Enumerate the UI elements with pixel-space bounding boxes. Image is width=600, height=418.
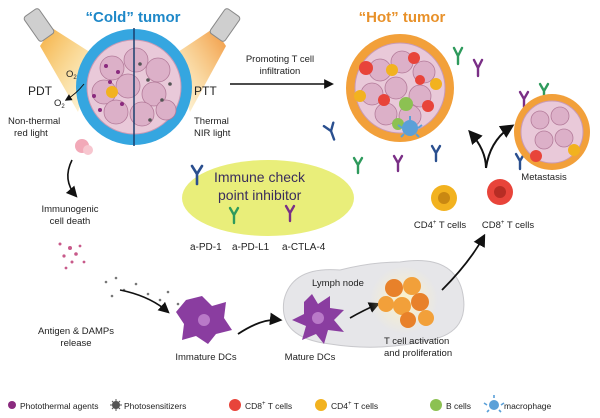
antigen-particles bbox=[104, 276, 180, 306]
arrow-to-metastasis bbox=[485, 124, 515, 169]
hot-tumor: “Hot” tumor bbox=[346, 9, 454, 142]
mature-dc-label: Mature DCs bbox=[285, 352, 336, 363]
legend-photosens-icon bbox=[110, 399, 122, 411]
icd-line2: cell death bbox=[50, 216, 91, 227]
antigen-line2: release bbox=[60, 338, 91, 349]
antigen-line1: Antigen & DAMPs bbox=[38, 326, 114, 337]
metastasis: Metastasis bbox=[514, 94, 590, 183]
icd-line1: Immunogenic bbox=[41, 204, 98, 215]
hot-tumor-macrophage bbox=[397, 116, 423, 138]
cold-tumor-cd4-cell bbox=[106, 86, 118, 98]
hot-tumor-title: “Hot” tumor bbox=[359, 9, 446, 26]
pdt-light-line2: red light bbox=[14, 128, 48, 139]
ctla4-label: a-CTLA-4 bbox=[282, 242, 326, 253]
pdl1-antibody-icon bbox=[284, 204, 296, 223]
immature-dc: Immature DCs bbox=[175, 296, 237, 363]
lymph-node-label: Lymph node bbox=[312, 278, 364, 289]
arrow-to-hot-tumor bbox=[468, 129, 487, 169]
legend-bcell-icon bbox=[430, 399, 442, 411]
infiltration-line2: infiltration bbox=[260, 66, 301, 77]
legend-cd8-label: CD8+ T cells bbox=[245, 401, 292, 411]
legend-macrophage-icon bbox=[483, 395, 505, 413]
cd8-t-cell bbox=[487, 179, 513, 205]
o2-conversion-arrow bbox=[64, 83, 85, 101]
legend-photothermal-icon bbox=[8, 401, 16, 409]
o2-label-bottom: O2 bbox=[54, 98, 65, 110]
checkpoint-bubble bbox=[182, 160, 354, 236]
legend-photosens-label: Photosensitizers bbox=[124, 401, 186, 411]
cold-tumor-photosens bbox=[138, 62, 172, 122]
cd8-t-cells-label: CD8+ T cells bbox=[482, 220, 535, 231]
t-cell-activation-line1: T cell activation bbox=[384, 336, 449, 347]
legend-cd4-icon bbox=[315, 399, 327, 411]
pd1-label: a-PD-1 bbox=[190, 242, 222, 253]
pdt-label: PDT bbox=[28, 84, 53, 98]
legend-cd8-icon bbox=[229, 399, 241, 411]
checkpoint-line2: point inhibitor bbox=[218, 187, 302, 203]
ctla4-antibody-icon bbox=[228, 206, 240, 225]
mature-dc: Mature DCs bbox=[285, 294, 344, 363]
hot-tumor-immune-cells bbox=[354, 52, 442, 130]
arrow-to-immature-dc bbox=[119, 289, 170, 314]
legend-photothermal-label: Photothermal agents bbox=[20, 401, 98, 411]
icd-debris bbox=[58, 242, 86, 270]
dying-cell bbox=[75, 139, 93, 155]
arrow-to-effector-t-cells bbox=[441, 233, 486, 291]
legend-macrophage-label: macrophage bbox=[504, 401, 552, 411]
pd1-antibody-icon bbox=[190, 164, 204, 186]
metastasis-label: Metastasis bbox=[521, 172, 567, 183]
cold-tumor-particles bbox=[92, 64, 124, 112]
o2-label-top: O2 bbox=[66, 69, 77, 81]
t-cell-cluster bbox=[370, 266, 438, 334]
ptt-light-line1: Thermal bbox=[194, 116, 229, 127]
infiltration-line1: Promoting T cell bbox=[246, 54, 314, 65]
antibodies-scattered bbox=[322, 46, 550, 175]
cold-tumor: “Cold” tumor bbox=[23, 8, 241, 146]
arrow-to-mature-dc bbox=[237, 312, 283, 335]
cd4-t-cell bbox=[431, 185, 457, 211]
checkpoint-inhibitor-panel: Immune check point inhibitor a-PD-1 a-PD… bbox=[182, 160, 354, 253]
cold-tumor-title: “Cold” tumor bbox=[86, 9, 181, 26]
ptt-light-line2: NIR light bbox=[194, 128, 231, 139]
legend-bcell-label: B cells bbox=[446, 401, 471, 411]
checkpoint-line1: Immune check bbox=[214, 169, 306, 185]
immature-dc-label: Immature DCs bbox=[175, 352, 236, 363]
legend-cd4-label: CD4+ T cells bbox=[331, 401, 378, 411]
legend: Photothermal agents Photosensitizers CD8… bbox=[8, 395, 552, 413]
pdt-light-line1: Non-thermal bbox=[8, 116, 60, 127]
cd4-t-cells-label: CD4+ T cells bbox=[414, 220, 467, 231]
arrow-to-icd bbox=[65, 159, 78, 198]
t-cell-activation-line2: and proliferation bbox=[384, 348, 452, 359]
ptt-label: PTT bbox=[194, 84, 217, 98]
pdl1-label: a-PD-L1 bbox=[232, 242, 270, 253]
